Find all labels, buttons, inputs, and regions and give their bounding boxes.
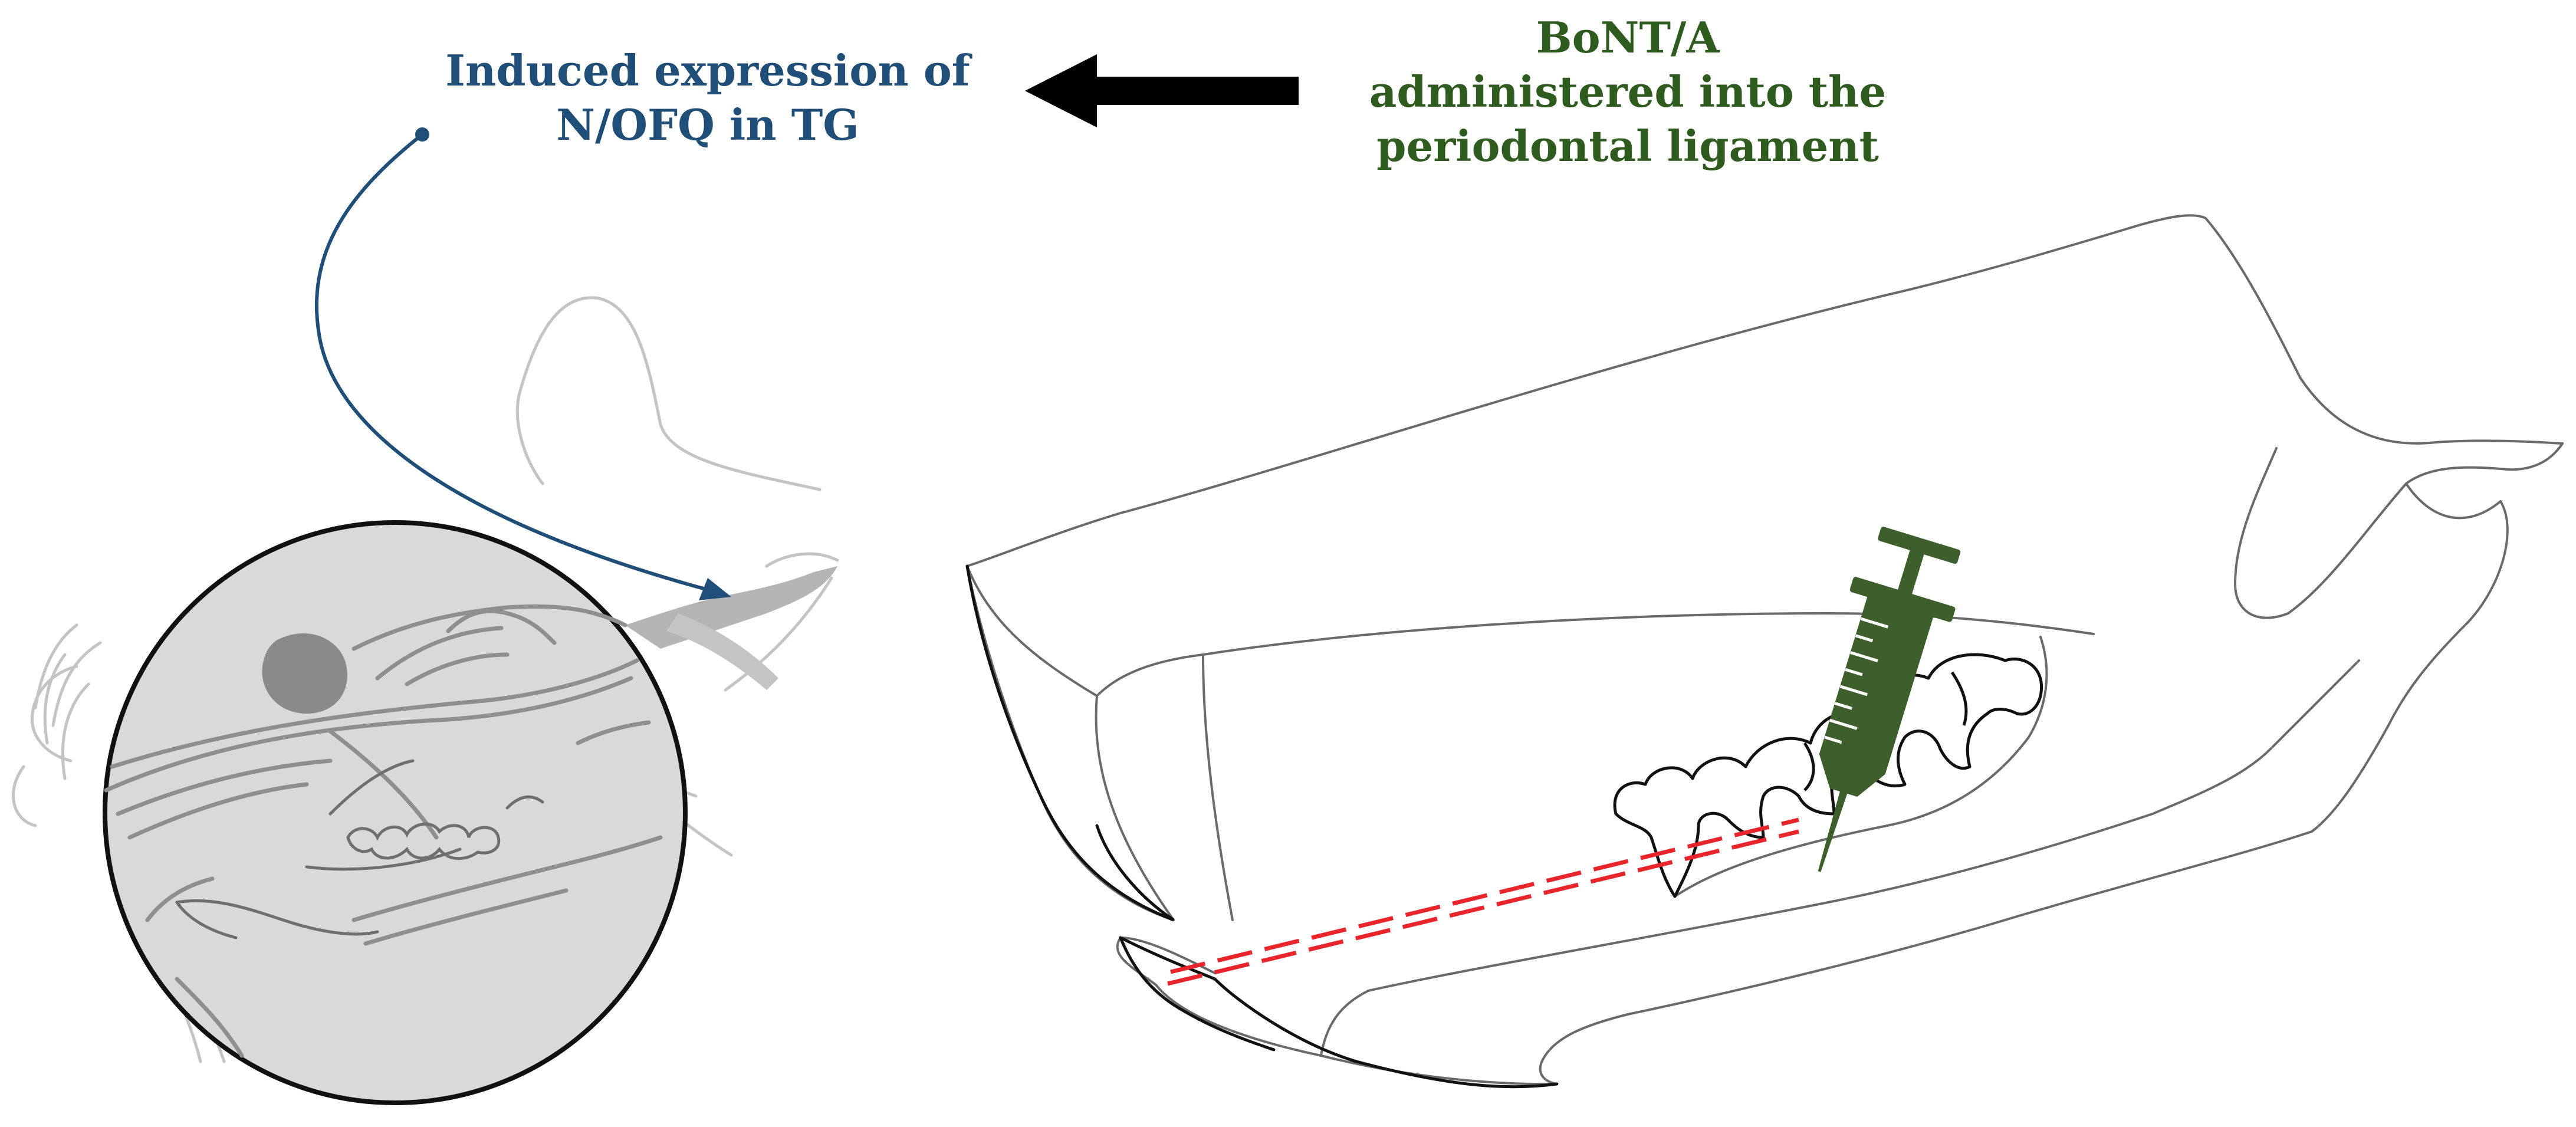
mandible-front-outline (965, 564, 1559, 1089)
trigeminal-ganglion-spot (262, 633, 347, 714)
left-arrow-icon (1025, 54, 1299, 127)
rat-ear (517, 296, 822, 491)
tg-label-line1: Induced expression of (445, 45, 970, 96)
magnifier-circle (103, 520, 688, 1105)
injection-path-line (1167, 817, 1799, 986)
tg-pointer-arrow (314, 127, 731, 600)
mandible (966, 214, 2564, 1086)
bont-label-line1: BoNT/A (1536, 12, 1720, 63)
tg-label-line2: N/OFQ in TG (556, 100, 859, 150)
bont-label: BoNT/A administered into the periodontal… (1286, 11, 1970, 173)
bont-label-line3: periodontal ligament (1376, 121, 1879, 171)
trigeminal-nerve-outer (625, 566, 837, 690)
rat-head-outline (30, 665, 78, 763)
whiskers (51, 641, 102, 727)
syringe-icon (1818, 527, 1961, 872)
bont-label-line2: administered into the (1369, 67, 1887, 117)
tg-expression-label: Induced expression of N/OFQ in TG (383, 44, 1032, 152)
magnified-molars (346, 822, 501, 860)
